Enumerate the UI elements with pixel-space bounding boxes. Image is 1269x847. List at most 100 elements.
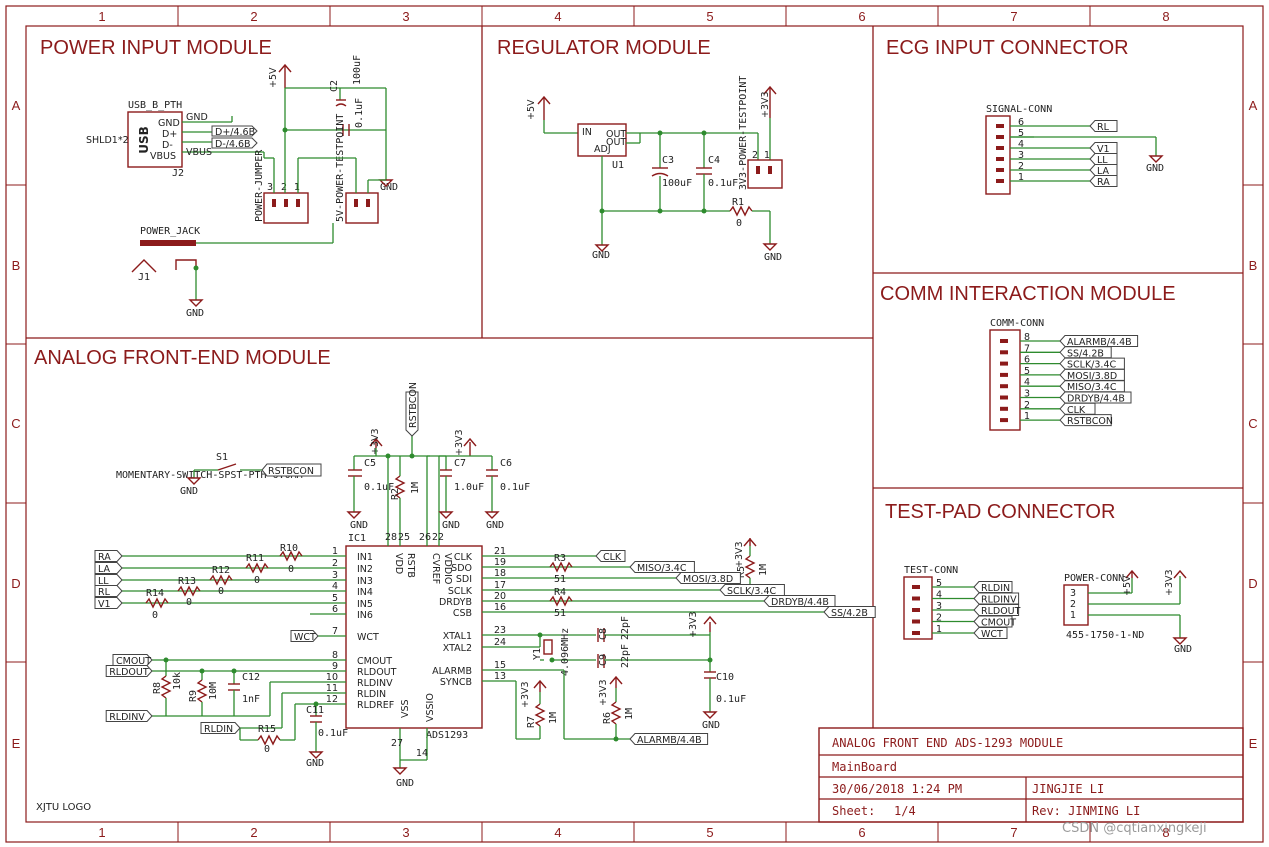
comm-pin-num: 3 bbox=[1024, 389, 1030, 400]
3v3-testpoint-header bbox=[747, 159, 783, 189]
r6-value: 1M bbox=[624, 708, 635, 720]
ic-right-pin-num: 20 bbox=[494, 591, 506, 602]
col-label: 8 bbox=[1162, 825, 1169, 840]
net-label-comm-text: RSTBCON bbox=[1067, 416, 1113, 427]
col-label: 5 bbox=[706, 825, 713, 840]
r12-value: 0 bbox=[218, 586, 224, 597]
c3-ref: C3 bbox=[662, 155, 674, 166]
ic-top-pin-name: VDD bbox=[393, 553, 404, 574]
net-label-afe-right bbox=[629, 733, 709, 745]
col-label: 5 bbox=[706, 9, 713, 24]
usb-label: USB bbox=[137, 126, 151, 154]
r3-value: 51 bbox=[554, 574, 566, 585]
v5-label-reg: +5V bbox=[526, 99, 537, 120]
v33-label-afe: +3V3 bbox=[598, 679, 609, 706]
c7-value: 1.0uF bbox=[454, 482, 484, 493]
net-label-afe-left bbox=[94, 562, 123, 574]
c9-value: 22pF bbox=[620, 644, 631, 668]
v5-label-test: +5V bbox=[1122, 575, 1133, 596]
row-label: B bbox=[12, 258, 21, 273]
ic-right-pin-name: SDO bbox=[451, 563, 472, 574]
power-jumper-header bbox=[263, 192, 309, 224]
ic-left-pin-num: 4 bbox=[332, 581, 338, 592]
r13-ref: R13 bbox=[178, 576, 196, 587]
ic-left-pin-name: IN4 bbox=[357, 587, 373, 598]
row-label: A bbox=[12, 98, 21, 113]
r9-ref: R9 bbox=[188, 690, 199, 702]
row-label: D bbox=[11, 576, 20, 591]
pconn-pin: 1 bbox=[1070, 610, 1076, 621]
row-label: C bbox=[11, 416, 20, 431]
header-pin: 3 bbox=[267, 182, 273, 193]
usb-part-name: USB_B_PTH bbox=[128, 100, 182, 111]
comm-pin-num: 4 bbox=[1024, 377, 1030, 388]
column-labels-top: 1 2 3 4 5 6 7 8 bbox=[98, 9, 1169, 24]
ecg-pin-num: 5 bbox=[1018, 128, 1024, 139]
ic-top-pin: 25 bbox=[398, 532, 410, 543]
net-label-afe-right-text: CLK bbox=[603, 552, 622, 563]
net-label-ecg-text: V1 bbox=[1097, 144, 1110, 155]
row-label: A bbox=[1249, 98, 1258, 113]
gnd-label: GND bbox=[380, 182, 398, 193]
ic-bottom-pin-name: VSSIO bbox=[425, 693, 436, 722]
c8-value: 22pF bbox=[620, 616, 631, 640]
r10-ref: R10 bbox=[280, 543, 298, 554]
r9-value: 10M bbox=[208, 682, 219, 700]
title-ecg-input-connector: ECG INPUT CONNECTOR bbox=[886, 37, 1129, 59]
c11-value: 0.1uF bbox=[318, 728, 348, 739]
col-label: 8 bbox=[1162, 9, 1169, 24]
r12-ref: R12 bbox=[212, 565, 230, 576]
r2-ref: R2 bbox=[390, 488, 401, 500]
net-label-comm bbox=[1059, 391, 1132, 404]
c2-ref: C2 bbox=[329, 80, 340, 92]
title-block-board: MainBoard bbox=[832, 760, 897, 774]
r11-value: 0 bbox=[254, 575, 260, 586]
ic-right-pin-name: CSB bbox=[453, 608, 472, 619]
c12-ref: C12 bbox=[242, 672, 260, 683]
ic-left-pin-num: 7 bbox=[332, 626, 338, 637]
ic-left-pin-num: 12 bbox=[326, 694, 338, 705]
net-label-afe-left bbox=[94, 585, 123, 597]
test-pin-num: 5 bbox=[936, 578, 942, 589]
test-pin-num: 3 bbox=[936, 601, 942, 612]
net-label-afe-left bbox=[112, 654, 153, 666]
r8-value: 10k bbox=[172, 672, 183, 690]
c1-value: 0.1uF bbox=[354, 98, 365, 128]
comm-pin-mark bbox=[1000, 372, 1008, 377]
v33-label-afe: +3V3 bbox=[520, 681, 531, 708]
ic-top-pin-name: CVREF bbox=[430, 553, 441, 584]
net-label-comm bbox=[1059, 357, 1125, 370]
gnd-label: GND bbox=[350, 520, 368, 531]
gnd-label: GND bbox=[702, 720, 720, 731]
ic-right-pin-name: SDI bbox=[456, 574, 472, 585]
title-power-input-module: POWER INPUT MODULE bbox=[40, 37, 272, 59]
ic-left-pin-num: 5 bbox=[332, 593, 338, 604]
net-label-afe-right-text: SCLK/3.4C bbox=[727, 586, 776, 597]
ic-left-pin-num: 9 bbox=[332, 661, 338, 672]
y1-value: 4.096MHz bbox=[560, 628, 571, 676]
net-label-afe-right-text: DRDYB/4.4B bbox=[771, 597, 829, 608]
v33-label-afe: +3V3 bbox=[370, 428, 381, 455]
net-rstbcon-text: RSTBCON bbox=[268, 466, 314, 477]
c8-ref: C8 bbox=[598, 628, 609, 640]
net-label-afe-left-text: V1 bbox=[98, 599, 111, 610]
net-label-comm-text: SCLK/3.4C bbox=[1067, 360, 1116, 371]
switch-part-name: MOMENTARY-SWITCH-SPST-PTH-6.0MM bbox=[116, 470, 303, 481]
net-label-test-text: WCT bbox=[981, 629, 1003, 640]
ic-left-pin-name: RLDINV bbox=[357, 678, 393, 689]
r13-value: 0 bbox=[186, 597, 192, 608]
gnd-label: GND bbox=[306, 758, 324, 769]
header-pin: 1 bbox=[764, 150, 770, 161]
net-label-afe-right-text: MISO/3.4C bbox=[637, 563, 687, 574]
ic-left-pin-num: 2 bbox=[332, 558, 338, 569]
gnd-label: GND bbox=[764, 252, 782, 263]
c4-ref: C4 bbox=[708, 155, 720, 166]
5v-testpoint-header bbox=[345, 192, 379, 224]
usb-pin-label: VBUS bbox=[150, 151, 176, 162]
net-label-ecg bbox=[1089, 175, 1118, 187]
row-labels: A B C D E A B C D E bbox=[11, 98, 1257, 751]
gnd-label: GND bbox=[186, 308, 204, 319]
ic-top-pin: 22 bbox=[432, 532, 444, 543]
s1-ref: S1 bbox=[216, 452, 228, 463]
